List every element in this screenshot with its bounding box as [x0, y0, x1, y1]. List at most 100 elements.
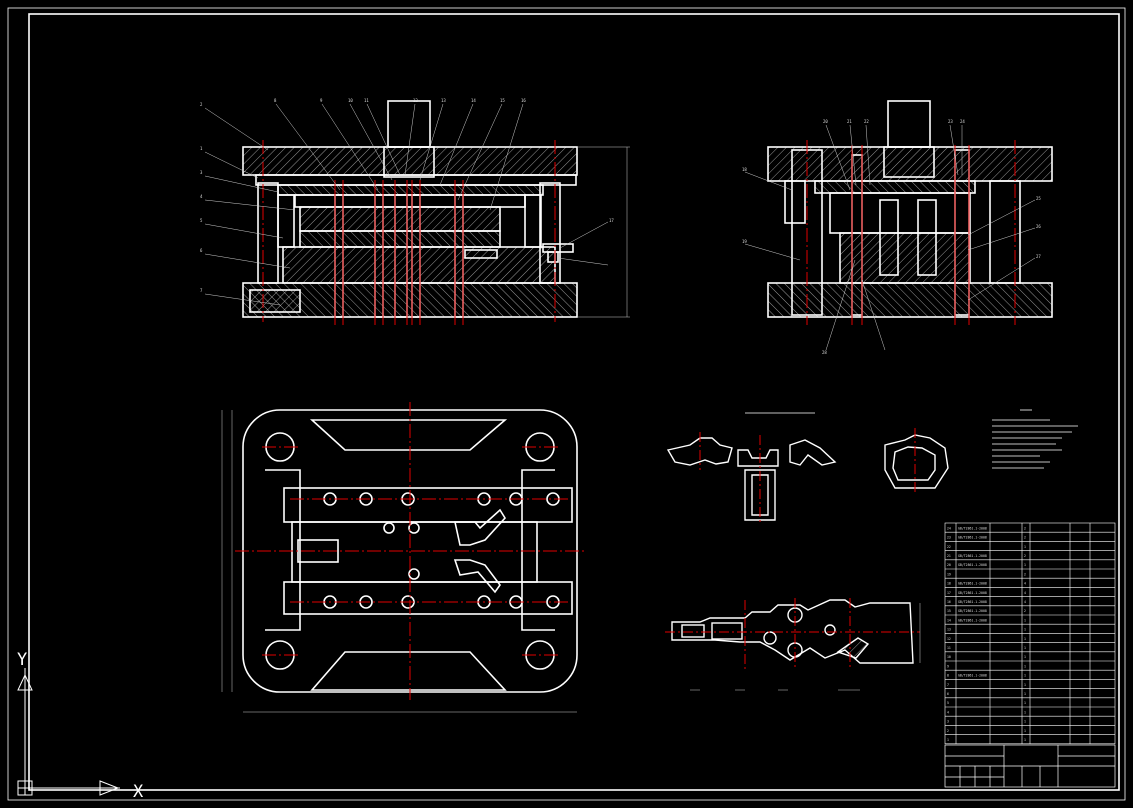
side-section-view[interactable]	[767, 100, 1053, 318]
bom-item-number: 8	[947, 674, 949, 678]
bom-item-number: 20	[947, 563, 951, 567]
bom-item-number: 12	[947, 637, 951, 641]
bom-quantity: 1	[1024, 637, 1026, 641]
bom-quantity: 2	[1024, 609, 1026, 613]
bom-quantity: 1	[1024, 545, 1026, 549]
top-view[interactable]	[242, 409, 578, 693]
drawing-frame	[7, 7, 1126, 801]
bom-quantity: 1	[1024, 655, 1026, 659]
part-label: 7	[200, 288, 203, 293]
part-label: 10	[348, 98, 353, 103]
part-label: 12	[413, 98, 418, 103]
top-view-centerlines	[235, 402, 585, 700]
side-section-centerlines	[806, 140, 1016, 325]
bom-item-number: 22	[947, 545, 951, 549]
bom-quantity: 2	[1024, 536, 1026, 540]
bom-item-number: 24	[947, 526, 951, 530]
bom-item-number: 11	[947, 646, 951, 650]
part-label: 13	[441, 98, 446, 103]
front-section-leaders	[204, 103, 609, 306]
part-label: 27	[1036, 254, 1041, 259]
bom-item-number: 5	[947, 701, 949, 705]
bom-standard-code: GB/T2861.1-2008	[958, 554, 987, 558]
bom-quantity: 1	[1024, 674, 1026, 678]
part-label: 5	[200, 218, 203, 223]
bom-quantity: 1	[1024, 738, 1026, 742]
bom-quantity: 1	[1024, 729, 1026, 733]
bom-item-number: 13	[947, 628, 951, 632]
bom-quantity: 1	[1024, 563, 1026, 567]
bom-standard-code: GB/T2861.1-2008	[958, 600, 987, 604]
part-label: 24	[960, 119, 965, 124]
ucs-axis-icon: X Y	[17, 650, 144, 802]
strip-layout-centerlines	[665, 598, 920, 670]
bom-item-number: 7	[947, 683, 949, 687]
part-label: 26	[1036, 224, 1041, 229]
part-label: 21	[847, 119, 852, 124]
part-label: 11	[364, 98, 369, 103]
bom-item-number: 9	[947, 664, 949, 668]
part-label: 22	[864, 119, 869, 124]
bom-item-number: 1	[947, 738, 949, 742]
y-axis-label: Y	[17, 650, 27, 670]
bom-item-number: 23	[947, 536, 951, 540]
technical-notes	[745, 409, 1078, 469]
part-label: 25	[1036, 196, 1041, 201]
bom-quantity: 1	[1024, 701, 1026, 705]
bom-item-number: 3	[947, 720, 949, 724]
bom-item-number: 18	[947, 582, 951, 586]
bom-standard-code: GB/T2861.1-2008	[958, 674, 987, 678]
part-label: 23	[948, 119, 953, 124]
part-label: 4	[200, 194, 203, 199]
bom-item-number: 17	[947, 591, 951, 595]
part-label: 19	[742, 239, 747, 244]
bom-standard-code: GB/T2861.1-2008	[958, 591, 987, 595]
part-label: 9	[320, 98, 323, 103]
bom-item-number: 4	[947, 710, 949, 714]
bom-item-number: 15	[947, 609, 951, 613]
bom-quantity: 1	[1024, 664, 1026, 668]
bom-item-number: 16	[947, 600, 951, 604]
title-block[interactable]	[944, 744, 1116, 788]
bom-quantity: 4	[1024, 582, 1026, 586]
strip-layout[interactable]	[671, 599, 914, 664]
bom-quantity: 2	[1024, 526, 1026, 530]
part-label: 16	[521, 98, 526, 103]
bom-item-number: 21	[947, 554, 951, 558]
part-label: 20	[823, 119, 828, 124]
bom-standard-code: GB/T2861.1-2008	[958, 526, 987, 530]
bom-quantity: 1	[1024, 720, 1026, 724]
bom-item-number: 10	[947, 655, 951, 659]
bom-item-number: 14	[947, 618, 951, 622]
bom-quantity: 1	[1024, 710, 1026, 714]
strip-layout-dimensions	[690, 603, 921, 691]
part-label: 2	[200, 102, 203, 107]
bom-quantity: 1	[1024, 683, 1026, 687]
bom-quantity: 1	[1024, 692, 1026, 696]
bom-standard-code: GB/T2861.1-2008	[958, 582, 987, 586]
front-section-centerlines	[262, 140, 556, 325]
part-detail-centerlines	[699, 428, 916, 525]
x-axis-label: X	[133, 782, 144, 802]
top-view-dimensions	[221, 410, 577, 713]
part-label: 28	[822, 350, 827, 355]
bom-quantity: 4	[1024, 600, 1026, 604]
bom-item-number: 19	[947, 572, 951, 576]
front-section-part-labels: 2 1 3 4 5 6 7 8 9 10 11 12 13 14 15 16 1…	[200, 98, 614, 293]
part-label: 15	[500, 98, 505, 103]
front-section-view[interactable]	[242, 100, 630, 318]
bom-item-number: 2	[947, 729, 949, 733]
bom-item-number: 6	[947, 692, 949, 696]
bom-standard-code: GB/T2861.1-2008	[958, 609, 987, 613]
side-section-leaders	[744, 124, 1036, 351]
bom-standard-code: GB/T2861.1-2008	[958, 618, 987, 622]
side-section-part-labels: 18 19 20 21 22 23 24 25 26 27 28	[742, 119, 1041, 355]
part-detail-sketches[interactable]	[666, 434, 949, 521]
bom-quantity: 2	[1024, 554, 1026, 558]
part-label: 6	[200, 248, 203, 253]
part-label: 8	[274, 98, 277, 103]
bom-quantity: 2	[1024, 572, 1026, 576]
part-label: 14	[471, 98, 476, 103]
